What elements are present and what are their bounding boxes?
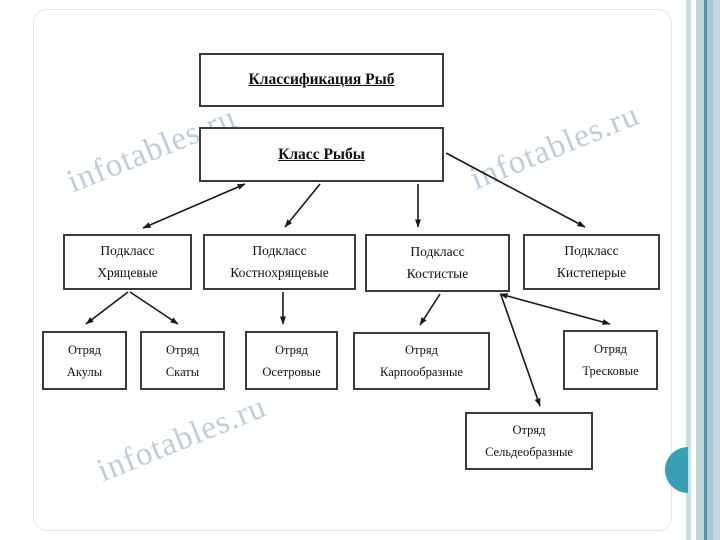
node-label-line1: Отряд xyxy=(512,423,546,437)
theme-stripe xyxy=(696,0,704,540)
node-order-clupeiformes: Отряд Сельдеобразные xyxy=(465,412,593,470)
node-label-line2: Скаты xyxy=(165,364,200,379)
node-label-line2: Кистеперые xyxy=(556,265,627,280)
node-order-sharks: Отряд Акулы xyxy=(42,331,127,390)
node-label: Классификация Рыб xyxy=(248,71,395,88)
node-order-cypriniformes: Отряд Карпообразные xyxy=(353,332,490,390)
theme-half-circle-ornament xyxy=(665,447,688,493)
node-label-line1: Отряд xyxy=(274,342,308,357)
slide-frame-ornament xyxy=(33,9,672,531)
node-label-line1: Отряд xyxy=(67,342,101,357)
node-label-line1: Подкласс xyxy=(410,244,465,259)
node-label-line2: Хрящевые xyxy=(97,265,158,280)
node-label-line1: Подкласс xyxy=(564,243,619,258)
node-order-codfishes: Отряд Тресковые xyxy=(563,330,658,390)
node-subclass-bony: Подкласс Костистые xyxy=(365,234,510,292)
theme-stripe xyxy=(686,0,691,540)
node-subclass-lobe-finned: Подкласс Кистеперые xyxy=(523,234,660,290)
node-label-line2: Костнохрящевые xyxy=(230,265,329,280)
node-label-line1: Подкласс xyxy=(100,243,155,258)
node-order-sturgeons: Отряд Осетровые xyxy=(245,331,338,390)
node-label-line1: Отряд xyxy=(404,343,438,357)
theme-stripe xyxy=(704,0,707,540)
theme-stripe xyxy=(707,0,713,540)
node-label-line2: Акулы xyxy=(66,364,103,379)
node-subclass-bony-cartilaginous: Подкласс Костнохрящевые xyxy=(203,234,356,290)
node-label-line1: Отряд xyxy=(593,342,627,356)
node-label-line2: Карпообразные xyxy=(380,365,463,379)
node-label-line1: Подкласс xyxy=(252,243,307,258)
node-label: Класс Рыбы xyxy=(278,145,365,163)
node-classification-title: Классификация Рыб xyxy=(199,53,444,107)
node-subclass-cartilaginous: Подкласс Хрящевые xyxy=(63,234,192,290)
node-class-fish: Класс Рыбы xyxy=(199,127,444,182)
node-label-line1: Отряд xyxy=(165,342,199,357)
node-label-line2: Осетровые xyxy=(262,364,321,379)
node-label-line2: Костистые xyxy=(406,266,469,281)
node-order-rays: Отряд Скаты xyxy=(140,331,225,390)
node-label-line2: Тресковые xyxy=(582,364,639,378)
theme-stripe xyxy=(713,0,720,540)
node-label-line2: Сельдеобразные xyxy=(485,445,573,459)
